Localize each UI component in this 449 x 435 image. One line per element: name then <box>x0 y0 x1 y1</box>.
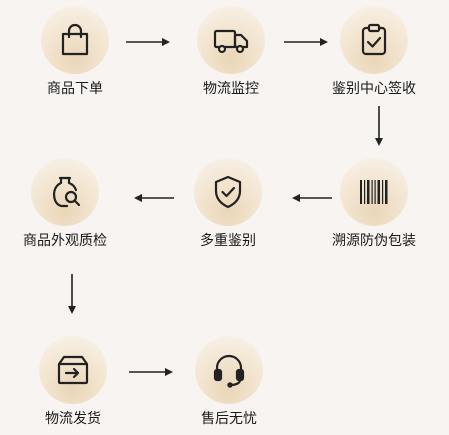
step-center-receipt: 鉴别中心签收 <box>324 6 424 98</box>
step-logistics-monitoring: 物流监控 <box>181 6 281 98</box>
clipboard-check-icon <box>361 23 387 56</box>
step-place-order: 商品下单 <box>25 6 125 98</box>
barcode-icon <box>360 180 388 204</box>
arrow-down-icon <box>68 274 76 314</box>
step-after-sales: 售后无忧 <box>179 336 279 428</box>
step-label: 商品下单 <box>47 81 103 97</box>
step-appearance-inspection: 商品外观质检 <box>15 158 115 250</box>
arrow-left-icon <box>134 194 174 202</box>
step-label: 物流监控 <box>203 81 259 97</box>
arrow-right-icon <box>126 38 170 46</box>
step-circle <box>194 158 262 226</box>
arrow-down-icon <box>375 106 383 146</box>
headset-icon <box>213 354 245 388</box>
step-circle <box>340 158 408 226</box>
step-anti-counterfeit-packaging: 溯源防伪包装 <box>324 158 424 250</box>
shield-check-icon <box>214 175 242 209</box>
step-circle <box>197 6 265 74</box>
step-label: 多重鉴别 <box>200 233 256 249</box>
step-label: 售后无忧 <box>201 411 257 427</box>
step-circle <box>39 336 107 404</box>
step-label: 物流发货 <box>45 411 101 427</box>
vase-magnifier-icon <box>53 176 81 208</box>
arrow-left-icon <box>292 194 332 202</box>
arrow-right-icon <box>129 368 173 376</box>
step-circle <box>41 6 109 74</box>
step-circle <box>31 158 99 226</box>
step-multiple-authentication: 多重鉴别 <box>178 158 278 250</box>
delivery-truck-icon <box>213 29 249 54</box>
step-ship-out: 物流发货 <box>23 336 123 428</box>
step-label: 溯源防伪包装 <box>332 233 416 249</box>
shopping-bag-icon <box>61 23 89 56</box>
step-circle <box>340 6 408 74</box>
step-label: 商品外观质检 <box>23 233 107 249</box>
arrow-right-icon <box>284 38 328 46</box>
shipping-box-icon <box>57 355 89 385</box>
step-circle <box>195 336 263 404</box>
step-label: 鉴别中心签收 <box>332 81 416 97</box>
